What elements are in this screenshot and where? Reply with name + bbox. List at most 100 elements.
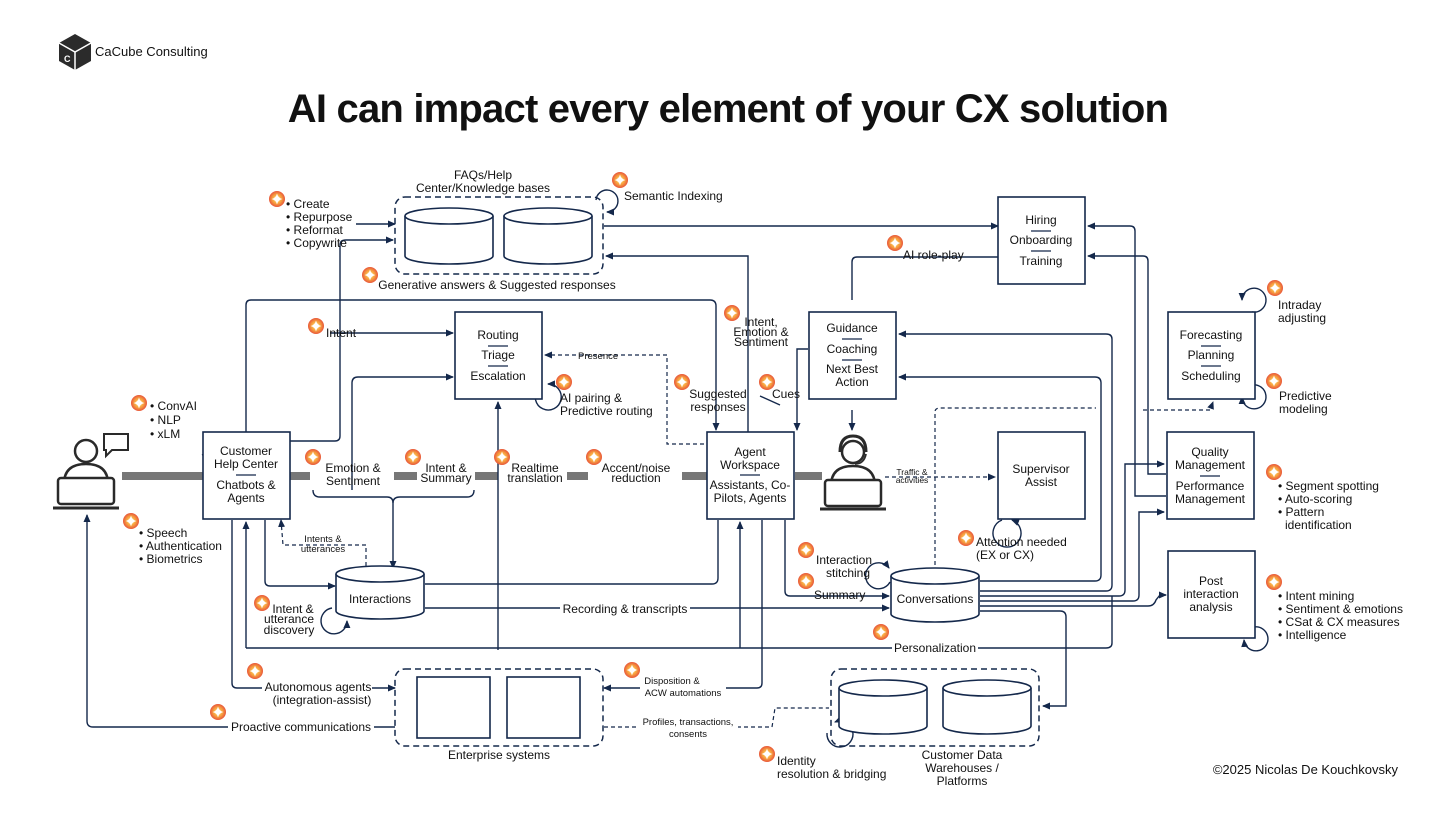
repurpose-item: Repurpose xyxy=(294,210,353,224)
intent-summary-label-1: Intent & xyxy=(425,461,466,475)
semantic-indexing-label: Semantic Indexing xyxy=(624,189,723,203)
ai-spark-icon xyxy=(1266,373,1282,389)
quality-line-2: Management xyxy=(1175,458,1246,472)
copyright: ©2025 Nicolas De Kouchkovsky xyxy=(1213,762,1399,777)
traffic-label-1: Traffic & xyxy=(896,467,928,477)
ai-spark-icon xyxy=(798,542,814,558)
profiles-label-2: consents xyxy=(669,729,707,740)
quality-management-box: Quality Management Performance Managemen… xyxy=(1166,431,1255,520)
hiring-box: Hiring Onboarding Training xyxy=(997,196,1086,285)
ai-spark-icon xyxy=(612,172,628,188)
agent-ws-line-1: Agent xyxy=(734,445,766,459)
hiring-label: Hiring xyxy=(1025,213,1056,227)
agent-workspace-box: Agent Workspace Assistants, Co- Pilots, … xyxy=(706,431,795,520)
svg-text:• NLP: • NLP xyxy=(150,413,181,427)
post-interaction-box: Post interaction analysis xyxy=(1167,550,1256,639)
brand-name: CaCube Consulting xyxy=(95,44,208,59)
triage-label: Triage xyxy=(481,348,515,362)
create-item: Create xyxy=(294,197,330,211)
authentication-item: Authentication xyxy=(146,539,222,553)
help-center-line-2: Help Center xyxy=(214,457,278,471)
cues-label: Cues xyxy=(772,387,800,401)
escalation-label: Escalation xyxy=(470,369,525,383)
ai-spark-icon xyxy=(958,530,974,546)
enterprise-systems-store: Enterprise systems xyxy=(394,668,604,762)
autonomous-label-2: (integration-assist) xyxy=(273,693,372,707)
sentiment-emotions-item: Sentiment & emotions xyxy=(1286,602,1403,616)
stitching-label-1: Interaction xyxy=(816,553,872,567)
help-center-line-1: Customer xyxy=(220,444,272,458)
routing-box: Routing Triage Escalation xyxy=(454,311,543,400)
svg-text:• Copywrite: • Copywrite xyxy=(286,236,347,250)
xlm-item: xLM xyxy=(158,427,181,441)
scheduling-label: Scheduling xyxy=(1181,369,1240,383)
routing-label: Routing xyxy=(477,328,518,342)
logo: C CaCube Consulting xyxy=(58,34,208,70)
presence-label: Presence xyxy=(578,351,618,362)
knowledge-base-store: FAQs/Help Center/Knowledge bases xyxy=(394,168,604,275)
svg-text:• Intent mining: • Intent mining xyxy=(1278,589,1354,603)
training-label: Training xyxy=(1020,254,1063,268)
emotion-label-2: Sentiment xyxy=(326,474,381,488)
svg-text:• Auto-scoring: • Auto-scoring xyxy=(1278,492,1352,506)
biometrics-item: Biometrics xyxy=(147,552,203,566)
predictive-modeling-label-2: modeling xyxy=(1279,402,1328,416)
quality-line-1: Quality xyxy=(1191,445,1228,459)
ai-spark-icon xyxy=(1266,464,1282,480)
svg-text:• Speech: • Speech xyxy=(139,526,187,540)
reformat-item: Reformat xyxy=(294,223,344,237)
pattern-item: Pattern xyxy=(1286,505,1325,519)
utterance-discovery-label-3: discovery xyxy=(264,623,315,637)
enterprise-label: Enterprise systems xyxy=(448,748,550,762)
attention-label-1: Attention needed xyxy=(976,535,1067,549)
post-line-1: Post xyxy=(1199,574,1224,588)
ai-pairing-label-2: Predictive routing xyxy=(560,404,653,418)
cdw-label-2: Warehouses / xyxy=(925,761,999,775)
ai-spark-icon xyxy=(494,449,510,465)
svg-text:• xLM: • xLM xyxy=(150,427,180,441)
ai-pairing-label-1: AI pairing & xyxy=(560,391,622,405)
post-line-3: analysis xyxy=(1189,600,1232,614)
emotion-label-1: Emotion & xyxy=(325,461,380,475)
ai-spark-icon xyxy=(1267,280,1283,296)
ai-spark-icon xyxy=(305,449,321,465)
intents-utterances-label-1: Intents & xyxy=(304,534,342,545)
traffic-label-2: activities xyxy=(896,475,929,485)
convai-item: ConvAI xyxy=(158,399,197,413)
conversations-store: Conversations xyxy=(890,567,980,623)
coaching-label: Coaching xyxy=(827,342,878,356)
autonomous-label-1: Autonomous agents xyxy=(265,680,372,694)
suggested-label-1: Suggested xyxy=(689,387,746,401)
agent-ws-line-4: Pilots, Agents xyxy=(714,491,787,505)
ai-spark-icon xyxy=(624,662,640,678)
interactions-label: Interactions xyxy=(349,592,411,606)
realtime-label-2: translation xyxy=(507,471,562,485)
agent-headset-laptop-icon xyxy=(820,434,886,511)
next-best-label: Next Best xyxy=(826,362,879,376)
customer-help-center-box: Customer Help Center Chatbots & Agents xyxy=(202,431,291,520)
ai-spark-icon xyxy=(887,235,903,251)
suggested-label-2: responses xyxy=(690,400,745,414)
ai-spark-icon xyxy=(759,746,775,762)
intraday-label-2: adjusting xyxy=(1278,311,1326,325)
svg-text:• ConvAI: • ConvAI xyxy=(150,399,197,413)
speech-features-list: • Speech • Authentication • Biometrics xyxy=(139,526,222,566)
attention-label-2: (EX or CX) xyxy=(976,548,1034,562)
cdw-label-3: Platforms xyxy=(937,774,988,788)
post-analysis-list: • Intent mining • Sentiment & emotions •… xyxy=(1278,589,1403,642)
forecasting-box: Forecasting Planning Scheduling xyxy=(1167,311,1256,400)
ai-spark-icon xyxy=(873,624,889,640)
content-creation-list: • Create • Repurpose • Reformat • Copywr… xyxy=(286,197,353,250)
faq-label-1: FAQs/Help xyxy=(454,168,512,182)
generative-answers-label: Generative answers & Suggested responses xyxy=(378,278,615,292)
ai-spark-icon xyxy=(586,449,602,465)
conversations-label: Conversations xyxy=(897,592,974,606)
ai-spark-icon xyxy=(556,374,572,390)
supervisor-assist-box: Supervisor Assist xyxy=(997,431,1086,520)
action-label: Action xyxy=(835,375,868,389)
svg-text:• Repurpose: • Repurpose xyxy=(286,210,353,224)
onboarding-label: Onboarding xyxy=(1010,233,1073,247)
cube-logo-icon: C xyxy=(58,34,92,70)
quality-line-4: Management xyxy=(1175,492,1246,506)
ai-roleplay-label: AI role-play xyxy=(903,248,964,262)
